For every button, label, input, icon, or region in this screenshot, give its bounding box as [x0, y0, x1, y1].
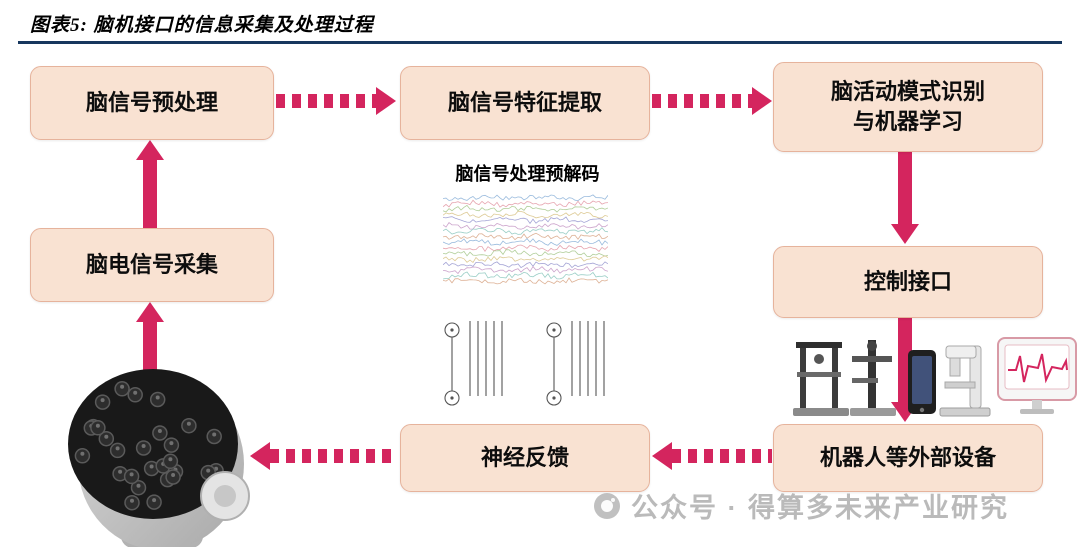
node-eeg-signal-collection: 脑电信号采集 — [30, 228, 274, 302]
node-brain-signal-preprocessing: 脑信号预处理 — [30, 66, 274, 140]
watermark-text: 公众号 · 得算多未来产业研究 — [631, 493, 1009, 523]
eeg-waveform-image — [443, 194, 608, 285]
node-label: 脑信号预处理 — [85, 90, 218, 115]
handheld-device-image — [908, 350, 936, 414]
node-feature-extraction: 脑信号特征提取 — [400, 66, 650, 140]
decode-label: 脑信号处理预解码 — [455, 164, 600, 184]
node-label: 控制接口 — [863, 269, 952, 294]
arrow-external-to-feedback — [672, 449, 772, 463]
stereotaxic-frame-image — [793, 342, 849, 416]
node-control-interface: 控制接口 — [773, 246, 1043, 318]
camera-icon — [594, 492, 620, 519]
ear-device-inner — [214, 485, 236, 507]
electrode-diagram — [444, 321, 605, 406]
arrow-preprocess-to-feature — [276, 94, 376, 108]
robotic-rig-image — [850, 340, 896, 416]
arrow-pattern-to-control — [898, 152, 912, 224]
arrow-feedback-to-head — [270, 449, 398, 463]
watermark: 公众号 · 得算多未来产业研究 — [592, 486, 1009, 525]
node-pattern-recognition-ml: 脑活动模式识别 与机器学习 — [773, 62, 1043, 152]
eeg-cap-head-photo — [68, 369, 250, 547]
arrow-collect-to-preprocess — [143, 160, 157, 228]
cap-electrodes — [74, 381, 224, 511]
node-label: 神经反馈 — [480, 445, 569, 470]
monitor-image — [997, 337, 1077, 414]
microscope-image — [939, 345, 991, 417]
node-label-line2: 与机器学习 — [852, 109, 963, 134]
node-label: 机器人等外部设备 — [819, 445, 996, 470]
node-neurofeedback: 神经反馈 — [400, 424, 650, 492]
title-underline — [18, 41, 1062, 44]
external-devices-photos — [793, 337, 1077, 417]
figure-title: 图表5: 脑机接口的信息采集及处理过程 — [30, 15, 374, 36]
node-label: 脑信号特征提取 — [447, 90, 602, 115]
node-label: 脑电信号采集 — [85, 252, 218, 277]
arrow-feature-to-pattern — [652, 94, 752, 108]
node-external-devices: 机器人等外部设备 — [773, 424, 1043, 492]
node-label-line1: 脑活动模式识别 — [830, 79, 985, 104]
eeg-cap — [68, 369, 238, 519]
